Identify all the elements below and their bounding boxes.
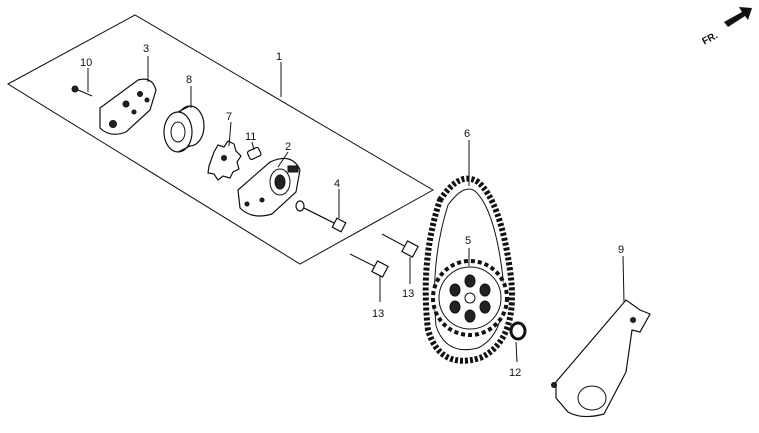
- pump-cover: [99, 78, 157, 135]
- callout-snap-ring: 12: [509, 367, 521, 379]
- outer-rotor: [163, 105, 205, 153]
- dowel-pin: [246, 146, 262, 161]
- pump-body: [237, 157, 301, 217]
- callout-drive-chain: 6: [464, 128, 470, 140]
- callout-flange-bolt-left: 13: [372, 308, 384, 320]
- snap-ring: [509, 321, 527, 341]
- driven-sprocket: [431, 259, 509, 337]
- leader-lines: [87, 56, 625, 363]
- callout-chain-cover: 9: [618, 244, 624, 256]
- callout-dowel-pin: 11: [245, 131, 256, 143]
- chain-cover: [551, 299, 651, 418]
- callout-outer-rotor: 8: [186, 74, 192, 86]
- flange-bolt-right: [381, 233, 419, 258]
- direction-label: FR.: [700, 30, 720, 47]
- pump-shaft: [295, 200, 347, 233]
- flange-bolt-left: [349, 253, 389, 278]
- direction-arrow-icon: [724, 7, 752, 27]
- callout-pump-assembly: 1: [276, 51, 282, 63]
- inner-rotor: [207, 140, 242, 181]
- callout-flange-bolt-right: 13: [402, 288, 414, 300]
- callout-pump-body: 2: [285, 141, 291, 153]
- front-direction-indicator: FR.: [700, 7, 752, 48]
- callout-labels: 1 2 3 4 5 6 7 8 9 10 11 12 13 13: [80, 43, 624, 379]
- callout-driven-sprocket: 5: [465, 235, 471, 247]
- callout-inner-rotor: 7: [226, 111, 232, 123]
- cover-screw: [71, 85, 93, 97]
- pump-assembly-outline: [7, 14, 435, 265]
- callout-pump-cover: 3: [143, 43, 149, 55]
- callout-cover-screw: 10: [80, 57, 92, 69]
- callout-pump-shaft: 4: [334, 178, 340, 190]
